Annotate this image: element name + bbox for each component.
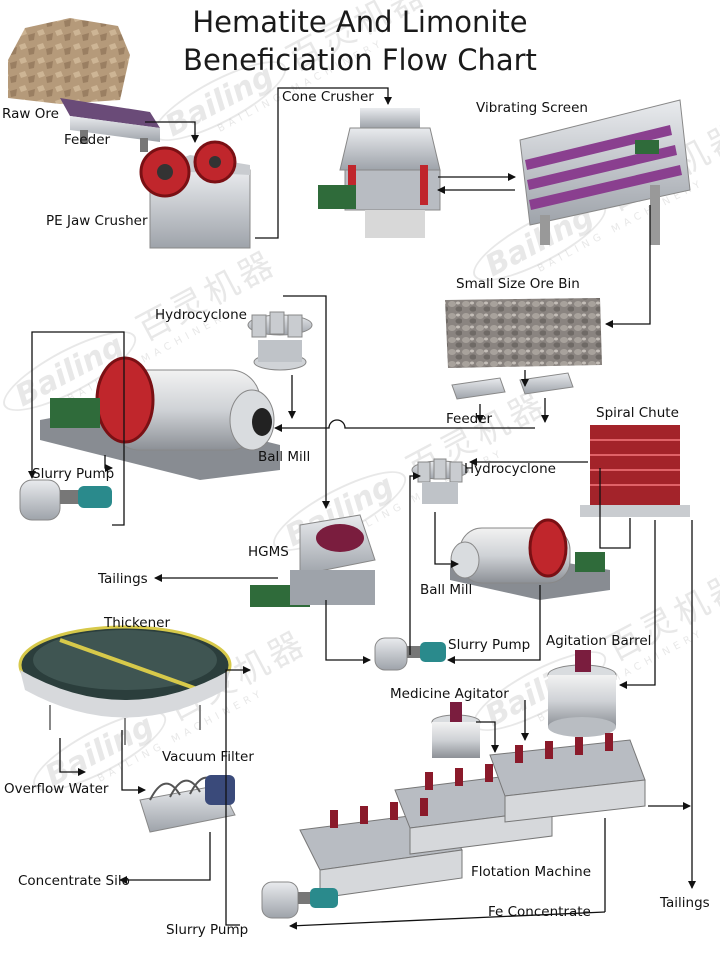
flow-arrow	[325, 600, 371, 664]
hydrocyclone-machine	[247, 311, 313, 371]
hgms-machine	[250, 514, 376, 607]
label-small-size-ore-bin: Small Size Ore Bin	[456, 276, 580, 292]
cone-crusher-machine	[318, 108, 441, 238]
small-size-ore-bin-image	[445, 298, 602, 368]
label-tailings: Tailings	[660, 895, 710, 911]
flow-arrow	[289, 911, 606, 930]
label-slurry-pump: Slurry Pump	[166, 922, 249, 938]
flow-arrow	[104, 455, 113, 472]
slurry-pump-machine	[374, 637, 446, 671]
label-ball-mill: Ball Mill	[420, 582, 473, 598]
flow-arrow	[274, 419, 535, 432]
flow-arrow	[434, 512, 459, 568]
pe-jaw-crusher-machine	[139, 140, 251, 249]
label-flotation-machine: Flotation Machine	[471, 864, 592, 880]
label-medicine-agitator: Medicine Agitator	[390, 686, 509, 702]
flow-arrow	[59, 738, 86, 776]
label-slurry-pump: Slurry Pump	[32, 466, 115, 482]
flow-arrows	[28, 87, 696, 930]
label-concentrate-silo: Concentrate Silo	[18, 873, 130, 889]
flotation-machine	[299, 733, 646, 899]
ball-mill-machine	[40, 356, 280, 480]
flow-arrow	[119, 832, 211, 884]
label-fe-concentrate: Fe Concentrate	[488, 904, 591, 920]
raw-ore-image	[8, 18, 130, 104]
page-subtitle: Beneficiation Flow Chart	[183, 43, 537, 77]
label-tailings: Tailings	[98, 571, 148, 587]
page-title: Hematite And Limonite	[192, 5, 528, 39]
label-thickener: Thickener	[104, 615, 171, 631]
label-vacuum-filter: Vacuum Filter	[162, 749, 254, 765]
spiral-chute-machine	[580, 425, 690, 517]
label-hydrocyclone: Hydrocyclone	[155, 307, 247, 323]
flow-arrow	[225, 666, 251, 926]
flow-arrow	[28, 331, 125, 526]
label-ball-mill: Ball Mill	[258, 449, 311, 465]
label-slurry-pump: Slurry Pump	[448, 637, 531, 653]
ball-mill-machine	[450, 518, 610, 600]
flow-arrow	[599, 468, 631, 549]
label-overflow-water: Overflow Water	[4, 781, 109, 797]
thickener-machine	[18, 625, 232, 745]
flow-arrow	[605, 205, 651, 328]
agitation-barrel-machine	[547, 650, 617, 737]
label-feeder: Feeder	[64, 132, 111, 148]
label-vibrating-screen: Vibrating Screen	[476, 100, 588, 116]
flow-arrow	[121, 730, 146, 794]
vibrating-screen-machine	[519, 99, 691, 245]
slurry-pump-machine	[261, 881, 338, 919]
label-cone-crusher: Cone Crusher	[282, 89, 374, 105]
feeder-machine	[60, 98, 160, 152]
flow-arrow	[619, 520, 656, 689]
medicine-agitator-machine	[431, 702, 481, 758]
feeder-machine	[451, 372, 574, 400]
label-hydrocyclone: Hydrocyclone	[464, 461, 556, 477]
flow-arrow	[476, 721, 499, 753]
slurry-pump-machine	[19, 479, 112, 521]
label-agitation-barrel: Agitation Barrel	[546, 633, 652, 649]
label-spiral-chute: Spiral Chute	[596, 405, 679, 421]
hydrocyclone-machine	[411, 458, 469, 504]
flow-arrow	[283, 295, 330, 509]
label-hgms: HGMS	[248, 544, 289, 560]
label-pe-jaw-crusher: PE Jaw Crusher	[46, 213, 148, 229]
label-raw-ore: Raw Ore	[2, 106, 59, 122]
vacuum-filter-machine	[139, 775, 236, 833]
label-feeder: Feeder	[446, 411, 493, 427]
flow-arrow	[409, 472, 421, 655]
flow-arrow	[145, 121, 199, 143]
flow-arrow	[447, 585, 541, 664]
flow-arrow	[255, 87, 392, 239]
